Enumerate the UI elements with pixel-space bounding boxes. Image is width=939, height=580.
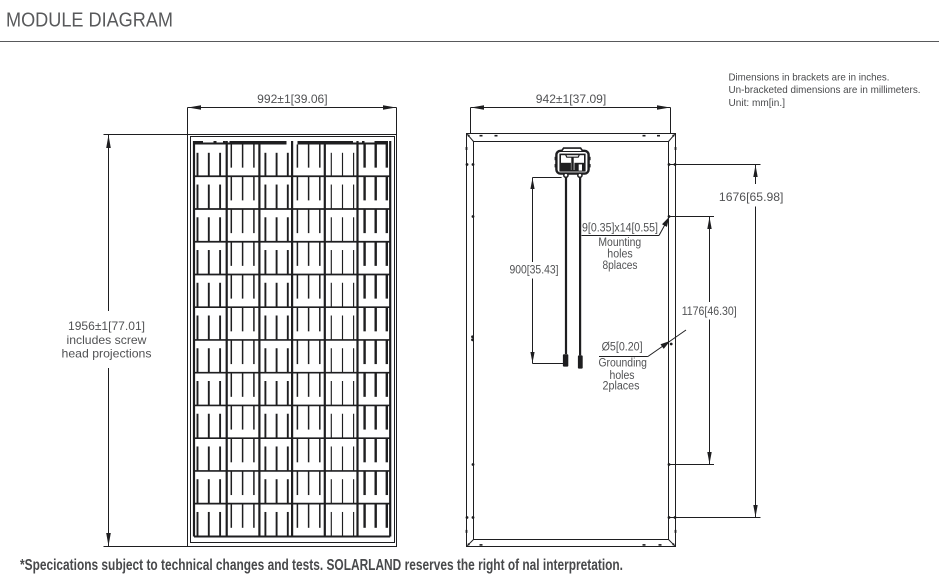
svg-text:1956±1[77.01]: 1956±1[77.01] [68, 319, 145, 333]
svg-text:1176[46.30]: 1176[46.30] [682, 305, 737, 318]
svg-text:2places: 2places [603, 381, 640, 393]
svg-text:holes: holes [610, 370, 635, 382]
svg-text:MODULE DIAGRAM: MODULE DIAGRAM [6, 10, 173, 32]
svg-text:992±1[39.06]: 992±1[39.06] [257, 92, 328, 106]
svg-text:1676[65.98]: 1676[65.98] [719, 191, 784, 204]
svg-text:Dimensions in brackets are in: Dimensions in brackets are in inches. [729, 71, 890, 83]
svg-text:holes: holes [607, 249, 633, 261]
svg-text:8places: 8places [603, 260, 638, 272]
svg-text:Grounding: Grounding [598, 358, 647, 370]
svg-text:Ø5[0.20]: Ø5[0.20] [602, 342, 643, 354]
svg-text:900[35.43]: 900[35.43] [510, 264, 559, 277]
svg-text:942±1[37.09]: 942±1[37.09] [536, 92, 607, 106]
svg-text:includes screw: includes screw [67, 333, 147, 347]
svg-text:9[0.35]x14[0.55]: 9[0.35]x14[0.55] [582, 223, 658, 235]
svg-text:Unit: mm[in.]: Unit: mm[in.] [729, 97, 786, 109]
svg-text:*Specications subject to techn: *Specications subject to technical chang… [20, 557, 623, 574]
svg-text:Mounting: Mounting [598, 237, 641, 249]
svg-text:head projections: head projections [62, 346, 152, 360]
svg-text:Un-bracketed dimensions are in: Un-bracketed dimensions are in millimete… [729, 84, 921, 96]
